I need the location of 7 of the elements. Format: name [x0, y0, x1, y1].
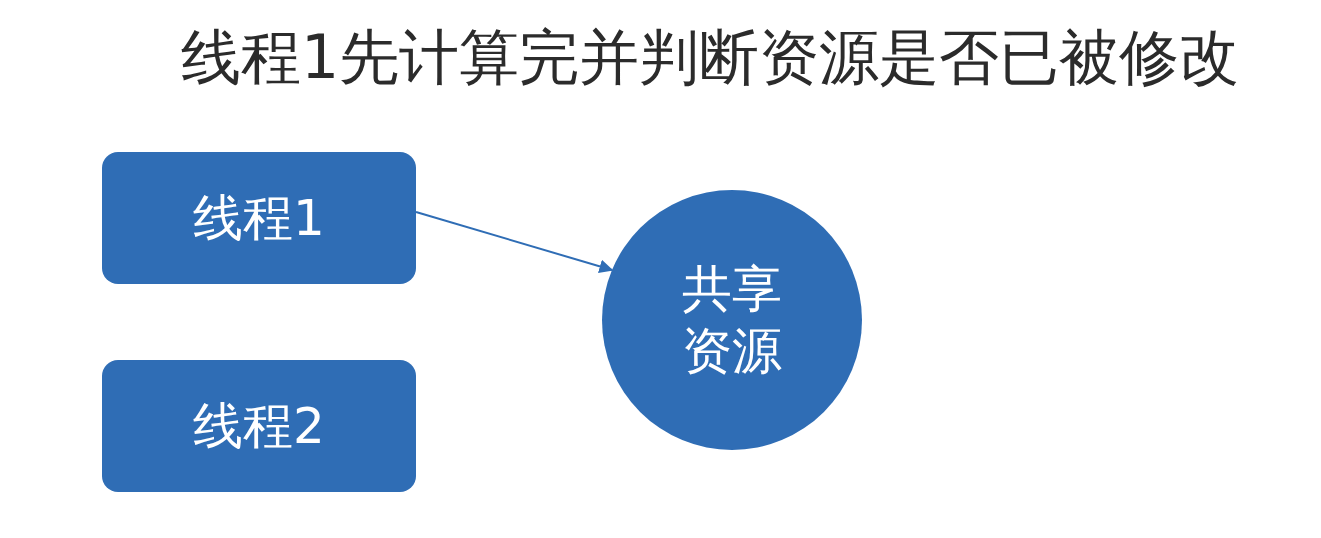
arrow [415, 211, 614, 274]
node-label: 线程2 [193, 395, 325, 457]
title: 线程1先计算完并判断资源是否已被修改 [179, 21, 1241, 94]
thread-box [102, 152, 416, 284]
thread-box [102, 360, 416, 492]
node-label: 共享资源 [681, 258, 783, 382]
node-label: 线程1 [193, 187, 325, 249]
